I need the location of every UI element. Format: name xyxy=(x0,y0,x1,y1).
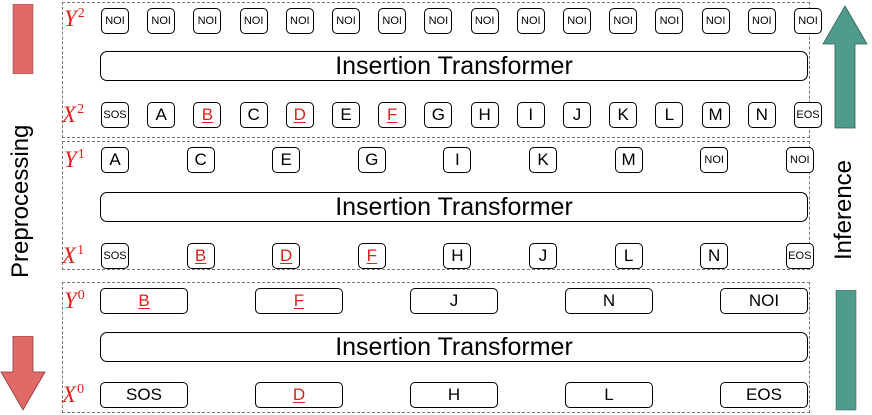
token-x2: SOS xyxy=(101,102,129,128)
token-y2: NOI xyxy=(701,8,730,34)
token-x2: N xyxy=(747,102,776,128)
row-label-y0: Y0 xyxy=(64,288,85,313)
token-y2: NOI xyxy=(332,8,360,34)
layer-panel-1 xyxy=(62,141,810,270)
token-y2: NOI xyxy=(193,8,222,34)
token-x1: EOS xyxy=(785,243,814,269)
insertion-transformer-2: Insertion Transformer xyxy=(100,51,808,81)
row-label-y1: Y1 xyxy=(64,147,85,172)
token-y2: NOI xyxy=(424,8,453,34)
token-y1: I xyxy=(443,147,472,173)
token-x1: F xyxy=(357,243,386,269)
token-y1: E xyxy=(272,147,301,173)
row-label-x0: X0 xyxy=(62,382,85,407)
token-y0: F xyxy=(255,288,343,314)
token-y2: NOI xyxy=(239,8,268,34)
token-x2: M xyxy=(701,102,730,128)
token-x2: D xyxy=(285,102,314,128)
token-y1: NOI xyxy=(700,147,729,173)
token-y2: NOI xyxy=(285,8,314,34)
token-y2: NOI xyxy=(655,8,684,34)
token-y2: NOI xyxy=(101,8,129,34)
token-x1: SOS xyxy=(101,243,129,269)
token-y2: NOI xyxy=(470,8,499,34)
token-x2: K xyxy=(609,102,638,128)
inference-label: Inference xyxy=(830,159,857,261)
token-y1: NOI xyxy=(785,147,814,173)
token-x0: H xyxy=(410,382,498,408)
token-y2: NOI xyxy=(747,8,776,34)
token-x0: D xyxy=(255,382,343,408)
token-x2: A xyxy=(147,102,176,128)
preprocessing-arrow-top xyxy=(12,4,34,74)
token-y2: NOI xyxy=(147,8,176,34)
token-x1: B xyxy=(186,243,215,269)
token-x2: F xyxy=(378,102,407,128)
layer-panel-0 xyxy=(62,282,810,413)
token-y0: J xyxy=(410,288,498,314)
token-x0: L xyxy=(565,382,653,408)
token-y0: NOI xyxy=(720,288,808,314)
preprocessing-arrow-head xyxy=(0,336,46,411)
token-y2: NOI xyxy=(563,8,591,34)
token-x2: H xyxy=(470,102,499,128)
token-x2: C xyxy=(239,102,268,128)
token-y2: NOI xyxy=(794,8,822,34)
token-y2: NOI xyxy=(378,8,407,34)
token-y2: NOI xyxy=(609,8,638,34)
insertion-transformer-1: Insertion Transformer xyxy=(100,192,808,222)
token-x0: SOS xyxy=(100,382,188,408)
row-label-x1: X1 xyxy=(62,243,85,268)
token-x1: D xyxy=(272,243,301,269)
token-y1: M xyxy=(614,147,643,173)
preprocessing-label: Preprocessing xyxy=(7,124,34,278)
token-x0: EOS xyxy=(720,382,808,408)
token-x2: J xyxy=(563,102,591,128)
layer-panel-2 xyxy=(62,2,810,138)
token-x2: G xyxy=(424,102,453,128)
token-x2: B xyxy=(193,102,222,128)
token-x1: H xyxy=(443,243,472,269)
token-y0: N xyxy=(565,288,653,314)
insertion-transformer-0: Insertion Transformer xyxy=(100,332,808,362)
token-x2: E xyxy=(332,102,360,128)
token-y1: A xyxy=(101,147,129,173)
token-x1: N xyxy=(700,243,729,269)
token-y1: C xyxy=(186,147,215,173)
row-label-y2: Y2 xyxy=(64,6,85,31)
row-label-x2: X2 xyxy=(62,102,85,127)
token-y2: NOI xyxy=(516,8,545,34)
token-x1: J xyxy=(529,243,557,269)
token-x2: L xyxy=(655,102,684,128)
token-y1: G xyxy=(357,147,386,173)
token-y0: B xyxy=(100,288,188,314)
token-x1: L xyxy=(614,243,643,269)
token-y1: K xyxy=(529,147,557,173)
inference-arrow-tail xyxy=(835,290,857,411)
token-x2: EOS xyxy=(794,102,822,128)
inference-arrow-head xyxy=(822,5,868,129)
token-x2: I xyxy=(516,102,545,128)
